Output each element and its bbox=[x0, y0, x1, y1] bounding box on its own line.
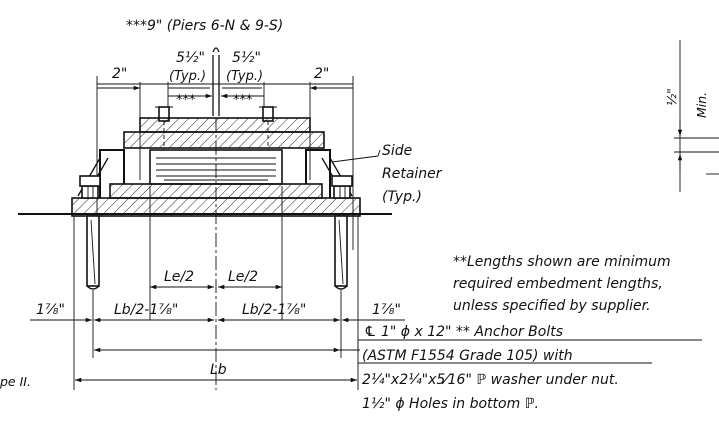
bolt-callout-line4: 1½" ϕ Holes in bottom ℙ. bbox=[362, 396, 539, 412]
stars-left-label: *** bbox=[176, 93, 196, 108]
typ-right-label: (Typ.) bbox=[226, 69, 263, 84]
bolt-callout-line3: 2¼"x2¼"x5⁄16" ℙ washer under nut. bbox=[362, 372, 619, 388]
typ-left-label: (Typ.) bbox=[169, 69, 206, 84]
bolt-callout-line2: (ASTM F1554 Grade 105) with bbox=[362, 348, 573, 364]
embedment-note-line1: **Lengths shown are minimum bbox=[453, 254, 671, 270]
side-retainer-callout bbox=[331, 149, 381, 163]
five-half-left-label: 5½" bbox=[176, 50, 205, 66]
le-half-right-label: Le/2 bbox=[228, 269, 258, 285]
min-label: Min. bbox=[694, 92, 709, 118]
five-half-right-label: 5½" bbox=[232, 50, 261, 66]
two-inch-left-label: 2" bbox=[112, 66, 127, 82]
one-seven-eighths-left-label: 1⅞" bbox=[36, 302, 65, 318]
bottom-dimensions bbox=[30, 118, 702, 390]
stars-right-label: *** bbox=[233, 93, 253, 108]
embedment-note-line3: unless specified by supplier. bbox=[453, 298, 651, 314]
two-inch-right-label: 2" bbox=[314, 66, 329, 82]
half-inch-label: ½" bbox=[664, 88, 679, 106]
lb-half-left-label: Lb/2-1⅞" bbox=[114, 302, 178, 318]
side-retainer-line2: Retainer bbox=[382, 166, 443, 182]
side-retainer-line3: (Typ.) bbox=[382, 189, 422, 205]
embedment-note-line2: required embedment lengths, bbox=[453, 276, 663, 292]
lb-half-right-label: Lb/2-1⅞" bbox=[242, 302, 306, 318]
right-partial-detail bbox=[674, 40, 719, 192]
piers-note: ***9" (Piers 6-N & 9-S) bbox=[126, 18, 283, 34]
type-ii-label: pe II. bbox=[0, 374, 31, 389]
top-dimensions bbox=[96, 47, 354, 250]
bolt-callout-line1: ℄ 1" ϕ x 12" ** Anchor Bolts bbox=[364, 324, 563, 340]
side-retainer-line1: Side bbox=[382, 143, 412, 159]
lb-label: Lb bbox=[210, 362, 227, 378]
one-seven-eighths-right-label: 1⅞" bbox=[372, 302, 401, 318]
le-half-left-label: Le/2 bbox=[164, 269, 194, 285]
